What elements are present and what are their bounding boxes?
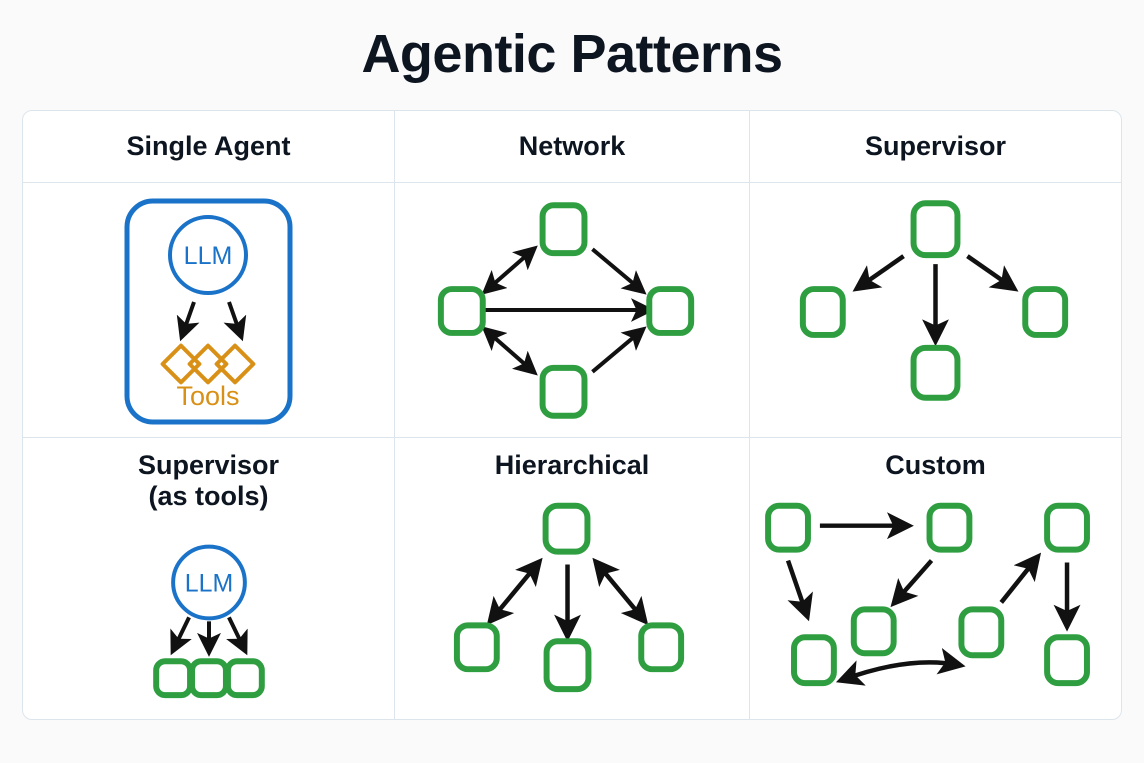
tool-agent-node-1 (153, 658, 194, 699)
edge-supervisor-to-left (852, 254, 905, 292)
custom-node-top-mid (926, 502, 973, 553)
edge-top-right (591, 247, 647, 295)
network-diagram (437, 202, 695, 419)
cell-network (394, 183, 749, 437)
agent-node-left (437, 286, 486, 336)
custom-node-bottom-right (1044, 634, 1090, 687)
cell-supervisor-as-tools: Supervisor (as tools) LLM (23, 437, 394, 719)
edge-top-to-right (592, 557, 649, 626)
single-agent-diagram: LLM Tools (124, 198, 293, 425)
edge-left-top (481, 245, 538, 295)
patterns-grid: Single Agent Network Supervisor LLM (22, 110, 1122, 720)
tools-label: Tools (176, 381, 239, 411)
cell-supervisor (749, 183, 1121, 437)
cell-custom: Custom (749, 437, 1121, 719)
custom-node-center-left (850, 606, 897, 657)
hierarchical-diagram (453, 502, 685, 693)
llm-label-supervisor: LLM (185, 569, 233, 597)
custom-diagram (765, 502, 1090, 687)
agent-node-bottom (539, 364, 588, 419)
edge-centerright-to-topright (999, 552, 1042, 604)
llm-circle (168, 215, 248, 295)
header-supervisor: Supervisor (749, 111, 1121, 183)
edge-bottomleft-to-centerright-curved (835, 647, 966, 686)
cell-hierarchical: Hierarchical (394, 437, 749, 719)
tool-agent-node-3 (224, 658, 265, 699)
worker-node-left (799, 286, 846, 338)
cell-single-agent: LLM Tools (23, 183, 394, 437)
custom-node-bottom-left (791, 634, 837, 687)
hierarchy-node-left (453, 622, 500, 673)
edge-supervisor-to-right (966, 254, 1019, 292)
tool-agent-node-2 (189, 658, 229, 699)
header-single-agent: Single Agent (23, 111, 394, 183)
tool-diamond-1 (160, 343, 202, 385)
arrow-llm-to-tools-left (176, 301, 200, 342)
worker-node-right (1022, 286, 1069, 338)
hierarchy-root-node (542, 502, 591, 555)
agent-node-top (539, 202, 588, 257)
arrow-llm-to-tools-right (223, 301, 247, 342)
supervisor-diagram (799, 200, 1069, 401)
supervisor-node (910, 200, 961, 259)
arrow-llm-to-agent-1 (170, 616, 192, 656)
edge-left-bottom (481, 326, 538, 376)
tool-diamond-2 (187, 343, 229, 385)
edge-topleft-to-bottomleft (785, 559, 813, 622)
header-network: Network (394, 111, 749, 183)
arrow-llm-to-agent-3 (226, 616, 248, 656)
custom-node-top-left (765, 502, 811, 553)
llm-label: LLM (184, 242, 233, 270)
edge-bottom-right (591, 326, 647, 374)
custom-node-center-right (958, 606, 1005, 659)
edge-top-to-left (486, 557, 543, 626)
hierarchy-node-center (543, 638, 592, 693)
tool-diamond-3 (214, 343, 256, 385)
worker-node-center (910, 344, 961, 401)
supervisor-as-tools-diagram: LLM (153, 544, 265, 699)
hierarchy-node-right (638, 622, 685, 673)
llm-circle-supervisor (171, 544, 247, 621)
edge-topmid-to-centerleft (890, 559, 934, 608)
page-title: Agentic Patterns (361, 24, 783, 84)
agent-node-right (646, 286, 695, 336)
custom-node-top-right (1044, 502, 1090, 553)
